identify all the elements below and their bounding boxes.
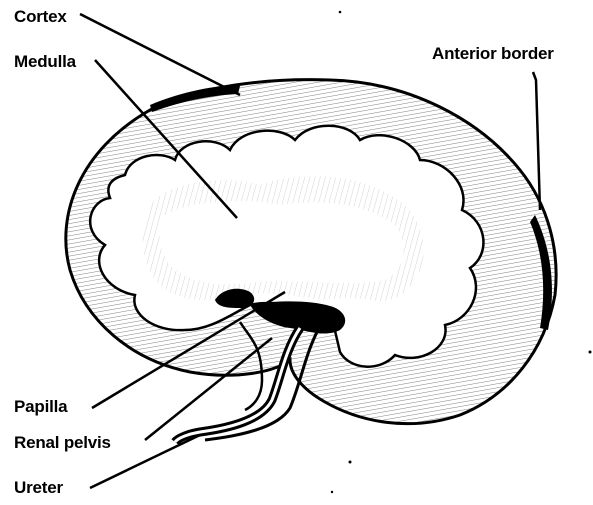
medulla-label: Medulla: [14, 53, 76, 70]
papilla-label: Papilla: [14, 398, 67, 415]
renal-pelvis-label: Renal pelvis: [14, 434, 111, 451]
cortex-leader: [80, 14, 240, 95]
cortex-label: Cortex: [14, 8, 67, 25]
anterior-border-label: Anterior border: [432, 45, 554, 62]
ureter-label: Ureter: [14, 479, 63, 496]
